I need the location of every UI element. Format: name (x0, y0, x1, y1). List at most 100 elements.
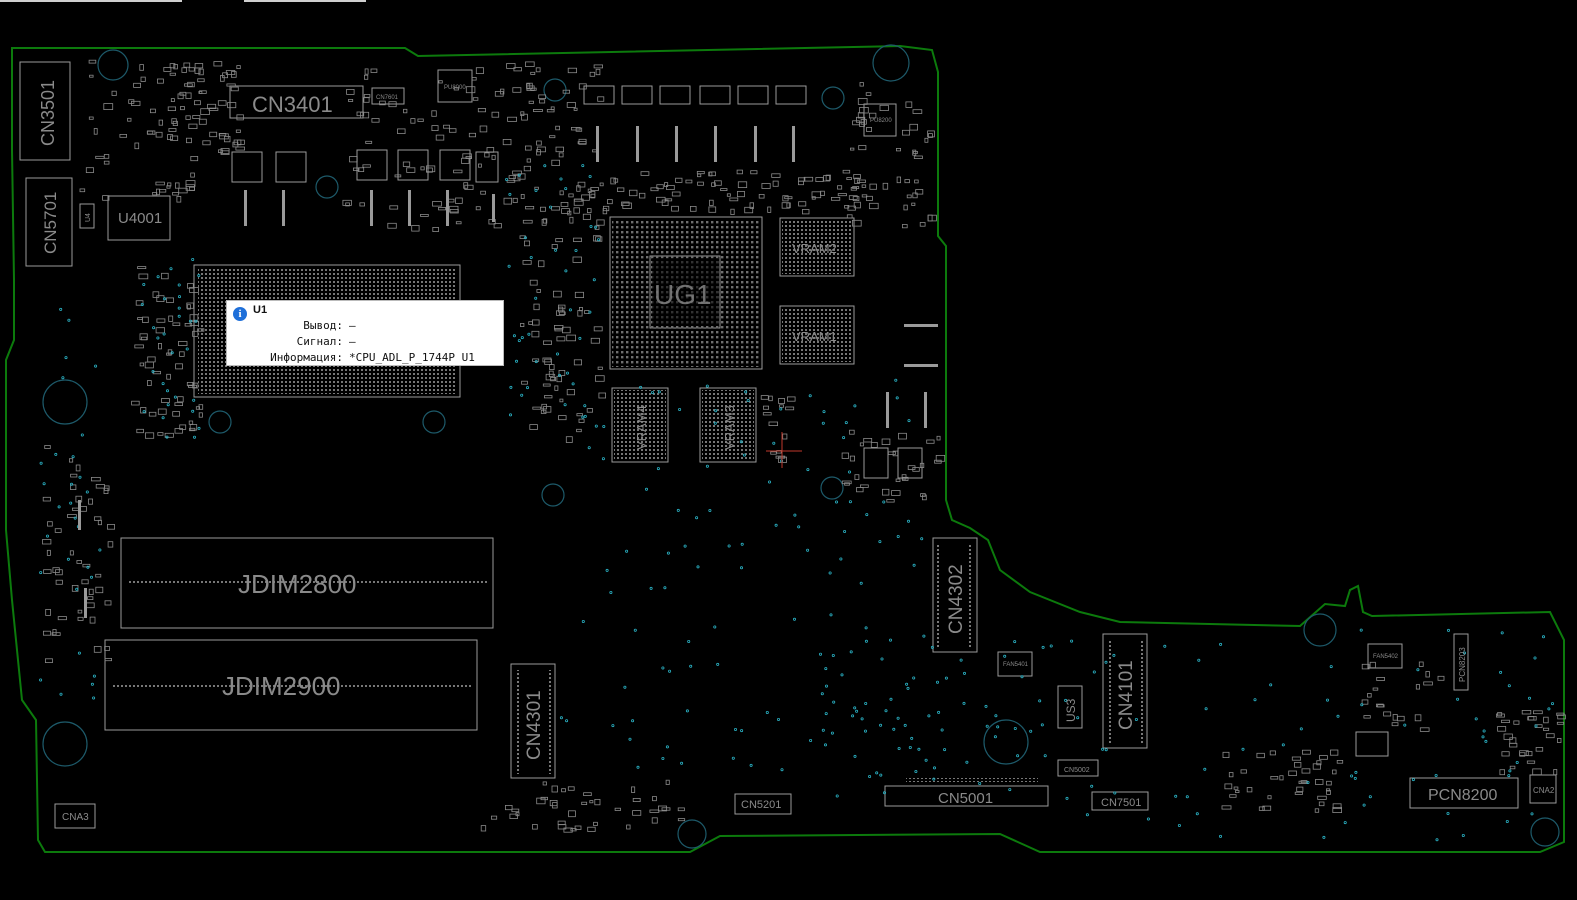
via (663, 586, 667, 590)
smd-part (902, 129, 911, 136)
via (937, 710, 941, 714)
label-cn5201: CN5201 (741, 799, 781, 811)
via (897, 747, 901, 751)
via (742, 453, 746, 457)
via (140, 302, 144, 306)
via (1112, 653, 1116, 657)
smd-part (671, 191, 681, 197)
smd-part (590, 186, 599, 191)
smd-part (1543, 727, 1550, 731)
smd-part (157, 408, 167, 415)
smd-part (844, 482, 850, 486)
smd-part (525, 205, 535, 210)
smd-part (235, 146, 245, 151)
via (508, 192, 512, 196)
smd-part (767, 206, 772, 213)
smd-part (52, 567, 60, 574)
via (864, 729, 868, 733)
smd-part (858, 145, 867, 151)
smd-part (1296, 786, 1304, 792)
smd-part (157, 432, 164, 436)
smd-part (165, 297, 174, 303)
smd-part (146, 380, 152, 386)
smd-part (782, 433, 788, 440)
via (1241, 747, 1245, 751)
smd-part (103, 487, 109, 495)
via (1020, 675, 1024, 679)
smd-part (1291, 756, 1302, 761)
smd-part (146, 130, 154, 135)
smd-part (236, 65, 241, 69)
smd-part (200, 108, 210, 115)
label-pu8200: PU8200 (870, 118, 892, 124)
via (889, 697, 893, 701)
label-cn7601: CN7601 (376, 95, 399, 101)
smd-part (559, 398, 564, 403)
smd-part (561, 788, 566, 793)
via (581, 164, 585, 168)
via (831, 654, 835, 658)
smd-part (913, 155, 923, 159)
via (1354, 770, 1358, 774)
tooltip-row-signal: Сигнал:— (227, 335, 497, 348)
smd-part (508, 175, 516, 179)
smd-part (77, 609, 83, 614)
via (879, 773, 883, 777)
smd-part (533, 109, 543, 112)
via (657, 390, 661, 394)
smd-parts (42, 59, 1566, 833)
smd-part (509, 813, 518, 819)
via (806, 468, 810, 472)
smd-part (1316, 760, 1322, 766)
smd-part (76, 560, 83, 564)
smd-part (1509, 742, 1518, 748)
via (39, 678, 43, 682)
label-fan5402: FAN5402 (1373, 654, 1399, 660)
via (962, 701, 966, 705)
via (1482, 729, 1486, 733)
via (558, 373, 562, 377)
smd-part (593, 235, 601, 242)
via (920, 537, 924, 541)
smd-part (912, 149, 917, 156)
smd-part (184, 322, 193, 327)
smd-part (1496, 713, 1505, 718)
smd-part (438, 80, 443, 84)
smd-part (542, 218, 548, 224)
smd-part (431, 125, 439, 131)
via (156, 275, 160, 279)
smd-part (387, 222, 397, 229)
via (151, 369, 155, 373)
smd-part (158, 119, 164, 126)
smd-part (744, 206, 754, 214)
via (1195, 812, 1199, 816)
smd-part (555, 125, 561, 131)
via (602, 424, 606, 428)
via (169, 267, 173, 271)
smd-part (77, 616, 84, 621)
smd-part (555, 238, 564, 243)
via (42, 482, 46, 486)
via (859, 581, 863, 585)
smd-part (146, 130, 156, 135)
smd-part (781, 202, 790, 209)
via (1203, 767, 1207, 771)
via (1507, 684, 1511, 688)
smd-part (558, 311, 566, 315)
via (161, 416, 165, 420)
via (1508, 769, 1512, 773)
via (1326, 698, 1330, 702)
smd-part (148, 411, 157, 417)
via (848, 500, 852, 504)
smd-part (71, 585, 79, 592)
smd-part (47, 521, 53, 527)
via (1507, 774, 1511, 778)
smd-part (230, 86, 239, 92)
smd-part (465, 86, 476, 94)
smd-part (1397, 715, 1405, 722)
smd-part (180, 106, 185, 111)
smd-part (555, 146, 564, 153)
smd-part (530, 71, 536, 75)
smd-part (1317, 795, 1327, 800)
